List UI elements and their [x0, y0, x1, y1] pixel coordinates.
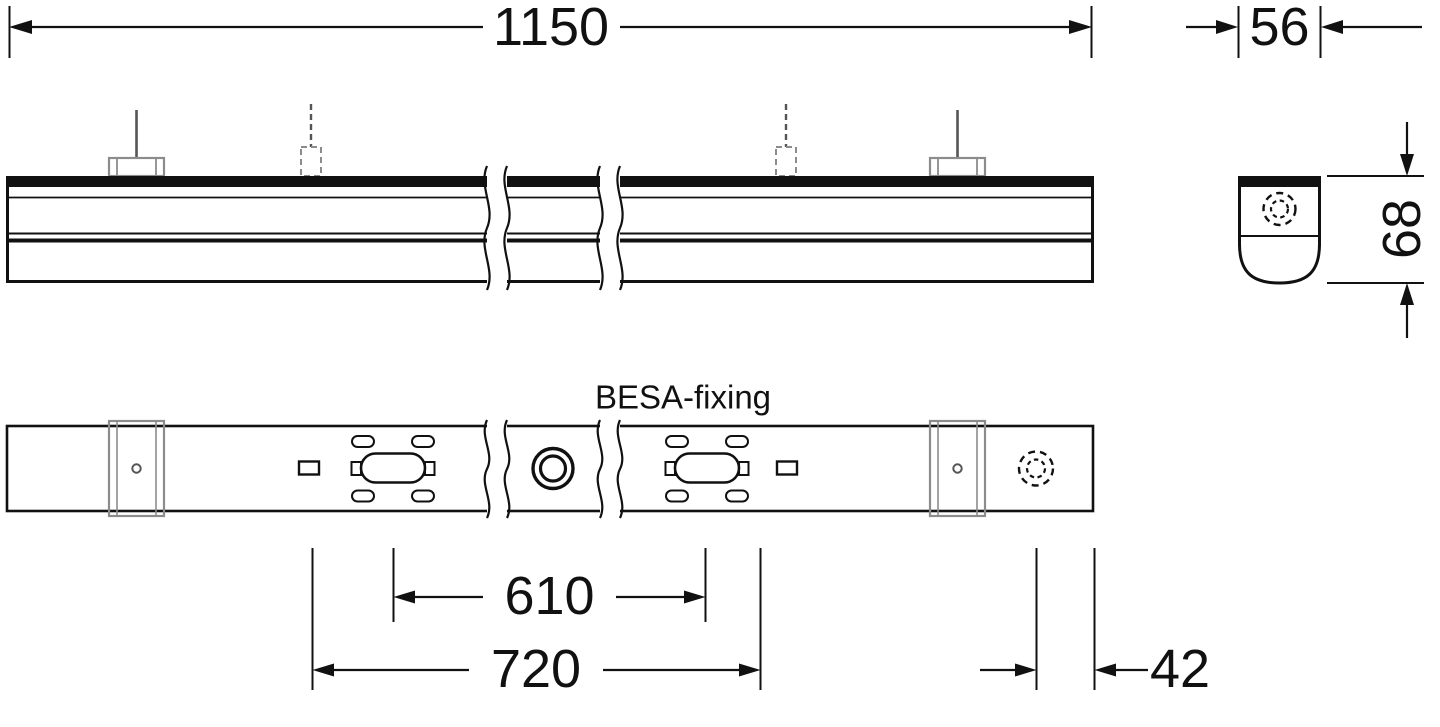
break-line — [596, 165, 604, 291]
arrowhead-right-icon — [1069, 20, 1092, 34]
break-line — [503, 419, 511, 519]
besa-fixing-pattern-right — [664, 435, 750, 503]
dim-end-offset-value: 42 — [1150, 639, 1210, 699]
arrowhead-right-icon — [1321, 20, 1343, 34]
rect-cutout-right — [775, 460, 799, 476]
knockout-inner-icon — [1269, 199, 1290, 219]
knockout-icon — [1017, 450, 1055, 487]
rect-cutout-left — [297, 460, 321, 476]
break-line — [503, 165, 511, 291]
besa-side-tab — [664, 461, 676, 476]
mounting-bracket-left — [107, 419, 166, 518]
dim-fixing-spacing-outer: 720 — [312, 639, 761, 699]
knockout-inner-icon — [1025, 458, 1047, 479]
besa-corner-slot — [725, 435, 749, 448]
besa-side-tab — [738, 461, 750, 476]
arrowhead-right-icon — [1015, 663, 1037, 677]
dim-fixing-spacing-inner: 610 — [393, 566, 706, 626]
besa-corner-slot — [411, 489, 435, 503]
break-line — [483, 419, 491, 519]
end-view — [1238, 176, 1321, 285]
besa-corner-slot — [665, 489, 689, 503]
suspension-clip-alt-right — [775, 104, 797, 177]
break-gap — [487, 164, 507, 292]
side-view — [6, 104, 1094, 292]
break-gap — [600, 164, 620, 292]
dim-overall-length: 1150 — [8, 0, 1093, 58]
break-gap — [600, 420, 620, 518]
suspension-clip-right — [928, 110, 987, 178]
dim-profile-height-value: 68 — [1372, 199, 1432, 259]
clip-body-dashed — [300, 146, 322, 177]
arrowhead-left-icon — [393, 590, 415, 604]
dim-end-offset: 42 — [980, 639, 1210, 699]
knockout-icon — [1262, 191, 1297, 227]
arrowhead-right-icon — [684, 590, 706, 604]
dim-profile-width-value: 56 — [1249, 0, 1309, 57]
arrowhead-left-icon — [312, 663, 334, 677]
suspension-clip-left — [107, 110, 166, 178]
profile-top-band — [1238, 176, 1321, 187]
besa-obround-slot — [673, 452, 741, 484]
arrowhead-down-icon — [1400, 154, 1414, 176]
break-line — [483, 165, 491, 291]
break-line — [616, 165, 624, 291]
besa-obround-slot — [359, 452, 427, 484]
bracket-hole-icon — [952, 463, 963, 474]
besa-corner-slot — [351, 489, 375, 503]
clip-body-dashed — [775, 146, 797, 177]
plan-view — [5, 419, 1095, 519]
besa-corner-slot — [665, 435, 689, 448]
dim-fixing-spacing-inner-value: 610 — [504, 566, 594, 626]
cable-entry-hole — [531, 446, 575, 491]
besa-corner-slot — [411, 435, 435, 448]
besa-fixing-label: BESA-fixing — [595, 379, 771, 416]
dim-overall-length-value: 1150 — [493, 0, 609, 57]
plan-body-outline — [5, 424, 1095, 513]
besa-side-tab — [424, 461, 436, 476]
arrowhead-right-icon — [739, 663, 761, 677]
mounting-bracket-right — [928, 419, 987, 518]
break-line — [596, 419, 604, 519]
profile-top-band — [6, 176, 1094, 187]
bracket-outline — [928, 419, 987, 518]
arrowhead-left-icon — [1216, 20, 1238, 34]
suspension-clip-alt-left — [300, 104, 322, 177]
break-gap — [487, 420, 507, 518]
cable-entry-hole-inner — [538, 454, 568, 483]
besa-side-tab — [350, 461, 362, 476]
bracket-hole-icon — [131, 463, 142, 474]
break-line — [616, 419, 624, 519]
bottom-extension-lines — [311, 548, 1096, 690]
arrowhead-left-icon — [9, 20, 32, 34]
besa-fixing-pattern-left — [350, 435, 436, 503]
besa-corner-slot — [351, 435, 375, 448]
dim-fixing-spacing-outer-value: 720 — [491, 639, 581, 699]
besa-corner-slot — [725, 489, 749, 503]
bracket-outline — [107, 419, 166, 518]
end-view-rounded-bottom — [1238, 243, 1321, 285]
arrowhead-up-icon — [1400, 283, 1414, 305]
dim-profile-height: 68 — [1327, 122, 1432, 338]
arrowhead-left-icon — [1094, 663, 1116, 677]
dim-profile-width: 56 — [1186, 0, 1422, 58]
